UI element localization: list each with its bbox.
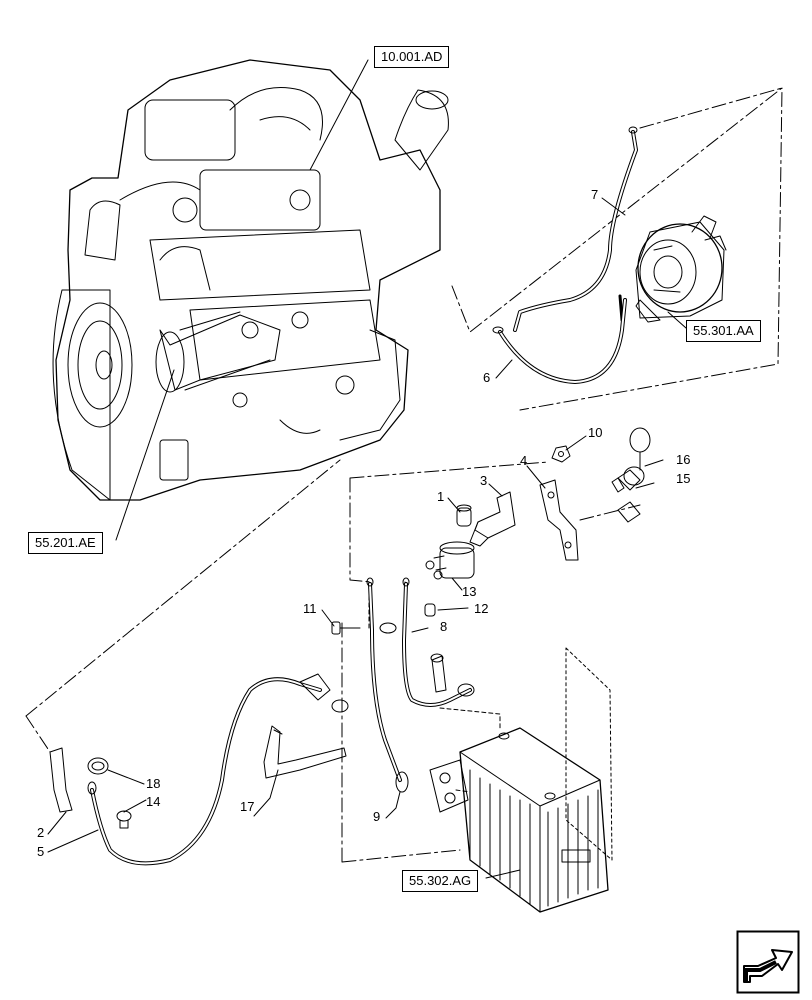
ref-box-alternator[interactable]: 55.301.AA: [686, 320, 761, 342]
part-1-spacer: [456, 504, 472, 527]
part-15-gasket: [617, 501, 641, 523]
cable-8: [402, 577, 475, 707]
part-18-clip: [87, 757, 109, 775]
ref-box-starter[interactable]: 55.201.AE: [28, 532, 103, 554]
part-17-ground-strap: [263, 725, 347, 779]
leader-lines: [47, 59, 687, 879]
callout-1: 1: [437, 489, 445, 504]
callout-14: 14: [146, 794, 161, 809]
callout-7: 7: [591, 187, 599, 202]
part-13-disconnect-switch: [425, 541, 475, 580]
engine-illustration: [52, 59, 449, 501]
cable-7: [513, 126, 638, 332]
cable-5: [87, 673, 349, 866]
callout-13: 13: [462, 584, 477, 599]
ref-box-battery[interactable]: 55.302.AG: [402, 870, 479, 892]
callout-3: 3: [480, 473, 488, 488]
callout-10: 10: [588, 425, 603, 440]
callout-6: 6: [483, 370, 491, 385]
callout-9: 9: [373, 809, 381, 824]
part-12-cap: [424, 603, 436, 617]
cable-9: [366, 577, 409, 793]
callout-8: 8: [440, 619, 448, 634]
callout-15: 15: [676, 471, 691, 486]
callout-16: 16: [676, 452, 691, 467]
part-3-bracket: [469, 491, 516, 547]
callout-4: 4: [520, 453, 528, 468]
alternator-illustration: [635, 215, 727, 323]
part-16-switch: [611, 427, 651, 493]
callout-12: 12: [474, 601, 489, 616]
part-4-plate: [539, 479, 579, 561]
cable-6: [492, 298, 627, 384]
callout-5: 5: [37, 844, 45, 859]
part-11-bolt: [331, 621, 361, 635]
part-10-nut: [551, 445, 571, 463]
callout-2: 2: [37, 825, 45, 840]
next-page-arrow-icon[interactable]: [736, 930, 800, 994]
part-2-bracket: [49, 747, 73, 813]
callout-18: 18: [146, 776, 161, 791]
ref-box-engine[interactable]: 10.001.AD: [374, 46, 450, 68]
callout-11: 11: [303, 601, 317, 616]
battery-illustration: [429, 647, 613, 913]
part-14-screw: [116, 810, 132, 829]
callout-17: 17: [240, 799, 255, 814]
